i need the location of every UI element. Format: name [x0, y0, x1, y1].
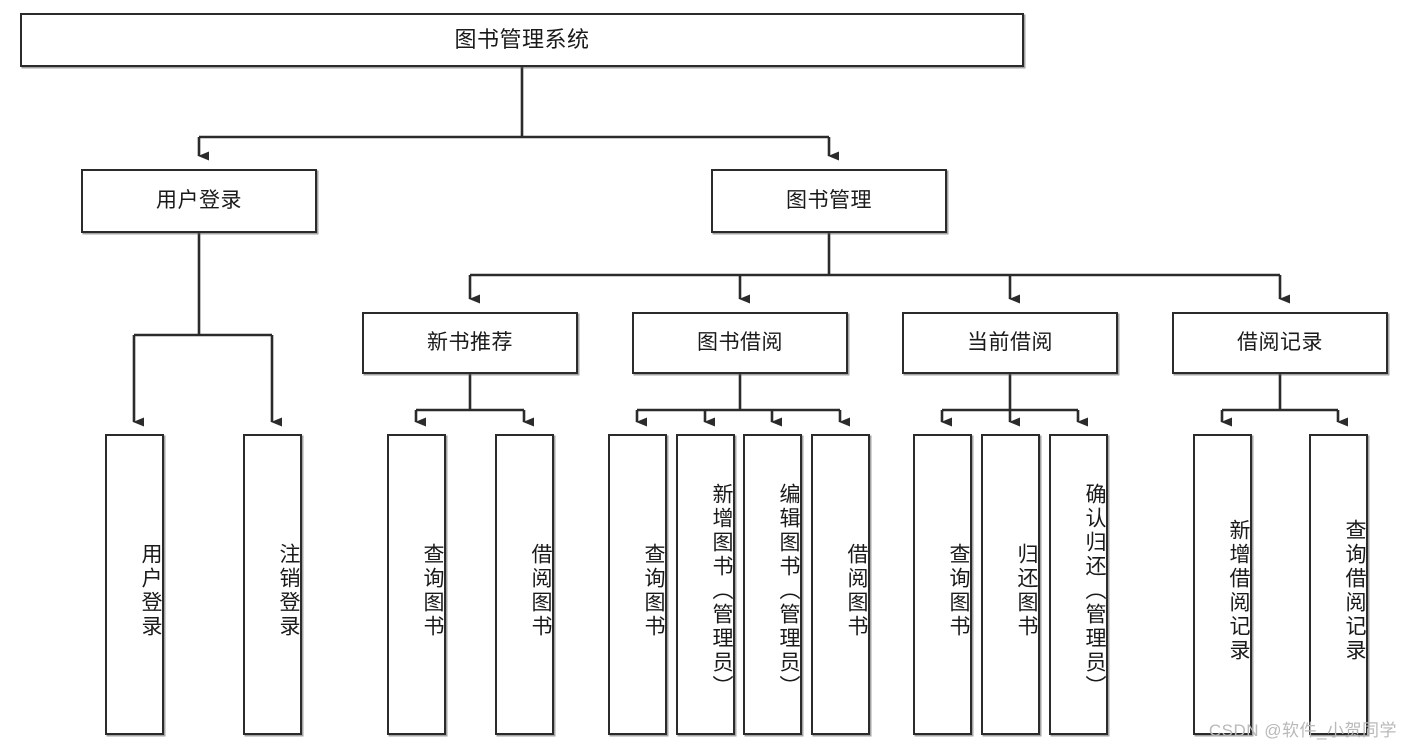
leaf-recommend-borrow-book[interactable]: 借阅图书 [495, 434, 554, 735]
node-label: 借阅图书 [845, 542, 868, 639]
node-label: 新增借阅记录 [1227, 518, 1250, 663]
node-label: 用户登录 [139, 542, 162, 639]
leaf-records-add-record[interactable]: 新增借阅记录 [1193, 434, 1252, 735]
node-label: 借阅记录 [1237, 331, 1323, 355]
node-label: 编辑图书（管理员） [777, 482, 800, 699]
node-book-management[interactable]: 图书管理 [711, 169, 947, 233]
node-label: 查询借阅记录 [1343, 518, 1366, 663]
leaf-borrow-edit-book-admin[interactable]: 编辑图书（管理员） [743, 434, 802, 735]
watermark: CSDN @软件_小贺同学 [1208, 721, 1397, 740]
node-label: 图书管理 [786, 189, 872, 213]
node-label: 图书管理系统 [454, 26, 590, 52]
leaf-current-return-book[interactable]: 归还图书 [981, 434, 1040, 735]
node-label: 注销登录 [277, 542, 300, 639]
node-label: 确认归还（管理员） [1083, 482, 1106, 699]
leaf-records-query-record[interactable]: 查询借阅记录 [1309, 434, 1368, 735]
node-label: 查询图书 [947, 542, 970, 639]
node-root-book-management-system[interactable]: 图书管理系统 [20, 13, 1024, 67]
leaf-current-confirm-return-admin[interactable]: 确认归还（管理员） [1049, 434, 1108, 735]
leaf-recommend-query-book[interactable]: 查询图书 [387, 434, 446, 735]
node-label: 新增图书（管理员） [710, 482, 733, 699]
node-label: 用户登录 [156, 189, 242, 213]
leaf-user-login-login[interactable]: 用户登录 [105, 434, 164, 735]
node-label: 图书借阅 [697, 331, 783, 355]
leaf-borrow-query-book[interactable]: 查询图书 [608, 434, 667, 735]
leaf-user-login-logout[interactable]: 注销登录 [243, 434, 302, 735]
node-label: 当前借阅 [967, 331, 1053, 355]
leaf-current-query-book[interactable]: 查询图书 [913, 434, 972, 735]
node-label: 新书推荐 [427, 331, 513, 355]
node-borrow-records[interactable]: 借阅记录 [1172, 312, 1388, 374]
node-label: 查询图书 [642, 542, 665, 639]
node-user-login[interactable]: 用户登录 [81, 169, 317, 233]
leaf-borrow-add-book-admin[interactable]: 新增图书（管理员） [676, 434, 735, 735]
node-new-book-recommend[interactable]: 新书推荐 [362, 312, 578, 374]
node-label: 查询图书 [421, 542, 444, 639]
leaf-borrow-borrow-book[interactable]: 借阅图书 [811, 434, 870, 735]
node-current-borrow[interactable]: 当前借阅 [902, 312, 1118, 374]
node-label: 归还图书 [1015, 542, 1038, 639]
node-book-borrow[interactable]: 图书借阅 [632, 312, 848, 374]
node-label: 借阅图书 [529, 542, 552, 639]
